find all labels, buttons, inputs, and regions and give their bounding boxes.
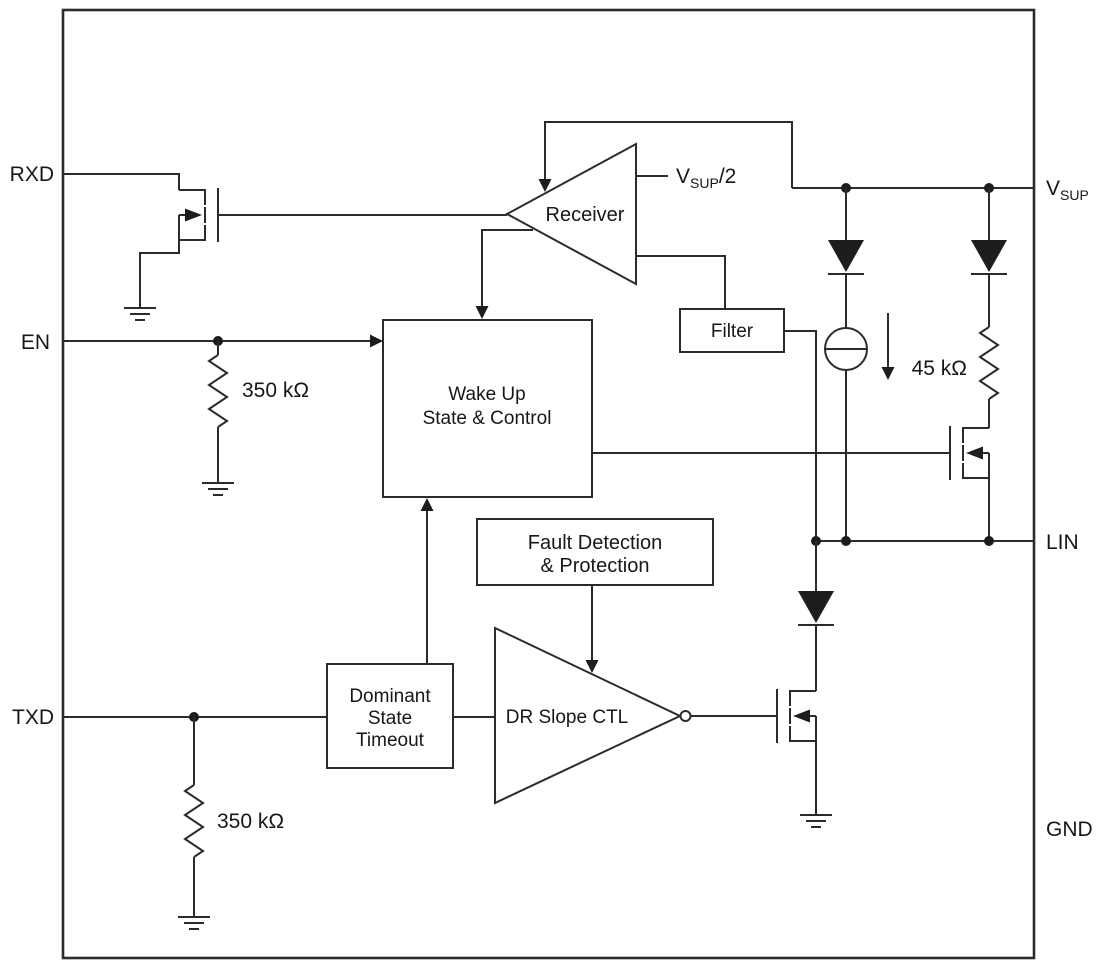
rxd-source-wire [139,240,180,307]
dominant-state-timeout-block: Dominant State Timeout [326,498,495,769]
vsup-half-label: VSUP/2 [676,165,736,191]
receiver-label: Receiver [546,204,625,226]
arrowhead-into-wakeup-bottom [420,498,434,511]
diode-driver-branch [797,590,835,626]
wakeup-label-line1: Wake Up [448,384,525,405]
txd-pulldown-resistor [184,784,204,858]
slope-control-driver: DR Slope CTL [494,626,777,805]
pin-label-lin: LIN [1046,531,1079,554]
ground-symbol-driver [799,814,833,828]
receiver-triangle [504,142,637,286]
fault-box [476,518,714,586]
diode-pullup-branch [970,239,1008,275]
filter-box [679,308,785,353]
vsup-bias-loop-wire [544,121,793,188]
vsup-rail-network: 45 kΩ [792,183,1034,541]
pin-label-gnd: GND [1046,818,1093,841]
wakeup-state-control-block: Wake Up State & Control [382,319,950,498]
arrowhead-into-receiver [538,179,552,192]
arrowhead-into-wakeup-top [475,306,489,319]
en-resistor-label: 350 kΩ [242,379,309,402]
rxd-nmos-transistor [178,187,219,243]
slope-triangle [494,626,683,805]
inverter-bubble [679,710,692,722]
dst-label-line1: Dominant [349,686,431,707]
wakeup-box [382,319,593,498]
ground-symbol-rxd [123,307,157,321]
lin-pullup-resistor [979,326,999,400]
txd-resistor-label: 350 kΩ [217,810,284,833]
rxd-wire [63,173,180,190]
junction-dot-lin-2 [841,536,851,546]
pullup-switch-nmos [949,425,990,481]
rxd-output-stage [63,173,507,321]
diode-current-source-branch [827,239,865,275]
en-input: 350 kΩ [63,334,383,496]
dst-label-line2: State [368,708,412,729]
receiver-to-filter-wire [636,255,726,309]
filter-block: Filter [679,308,817,541]
wakeup-label-line2: State & Control [423,408,552,429]
lin-rail-network [776,536,1034,828]
receiver-comparator: Receiver VSUP/2 [475,121,793,319]
chip-boundary [61,8,1036,960]
fault-label-line1: Fault Detection [528,532,663,554]
pin-label-en: EN [21,331,50,354]
junction-dot-lin-3 [984,536,994,546]
dst-label-line3: Timeout [356,730,425,751]
pin-label-txd: TXD [12,706,54,729]
en-pulldown-resistor [208,354,228,428]
pin-label-vsup: VSUP [1046,177,1089,203]
slope-label: DR Slope CTL [506,707,629,728]
fault-label-line2: & Protection [541,555,650,577]
arrowhead-into-wakeup-left [370,334,383,348]
filter-label: Filter [711,321,754,342]
pin-label-rxd: RXD [10,163,54,186]
fault-detection-block: Fault Detection & Protection [476,518,714,673]
arrowhead-into-slope [585,660,599,673]
lin-resistor-label: 45 kΩ [912,357,967,380]
current-direction-arrowhead [881,367,895,380]
lin-driver-nmos [776,688,817,744]
ground-symbol-txd [177,916,211,930]
filter-to-lin-wire [784,330,817,541]
txd-input: 350 kΩ [63,712,327,930]
ground-symbol-en [201,482,235,496]
receiver-to-wakeup-wire [481,229,533,306]
